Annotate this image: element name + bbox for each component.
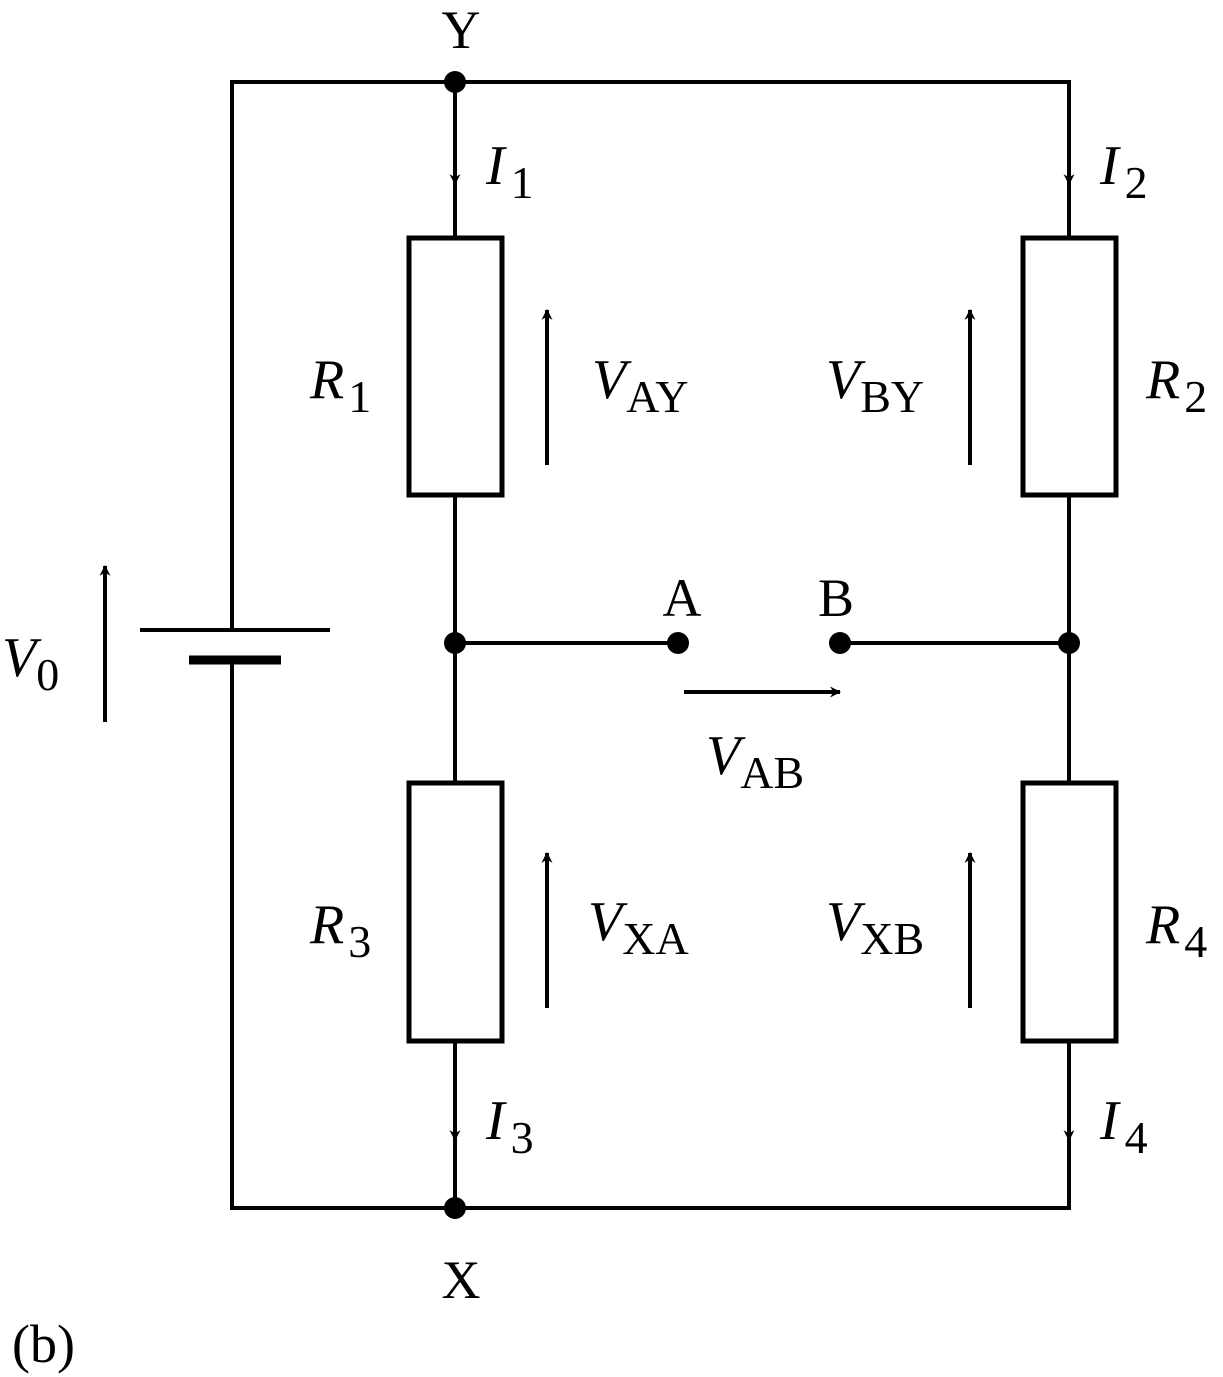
label-r1-sub: 1 [348,371,371,422]
outer-wires [230,80,1071,1210]
label-r3: R3 [309,894,371,967]
label-i2-sub: 2 [1125,157,1148,208]
terminal-a [667,632,689,654]
junction-right-mid [1058,632,1080,654]
label-v0-sub: 0 [36,649,59,700]
label-vby: VBY [826,349,924,422]
label-i2-main: I [1099,135,1121,197]
label-vxa-sub: XA [622,913,688,964]
node-label-x: X [442,1250,481,1310]
label-r1-main: R [309,349,344,411]
label-i1-main: I [485,135,507,197]
junction-x [444,1197,466,1219]
junction-left-mid [444,632,466,654]
label-r1: R1 [309,349,371,422]
label-vab: VAB [706,725,804,798]
node-label-b: B [818,568,854,628]
resistor-r2 [1020,235,1119,498]
label-vay-main: V [592,349,632,411]
panel-label: (b) [12,1314,75,1374]
label-vby-main: V [826,349,866,411]
junction-y [444,71,466,93]
label-vab-main: V [706,725,746,787]
label-r2: R2 [1145,349,1207,422]
label-vxa: VXA [588,891,689,964]
node-label-a: A [663,568,702,628]
resistor-r4 [1020,780,1119,1044]
label-i4-sub: 4 [1125,1112,1148,1163]
label-i1-sub: 1 [511,157,534,208]
label-r4-sub: 4 [1184,916,1207,967]
wire-top [230,80,1071,630]
battery [140,628,330,665]
label-vab-sub: AB [740,747,804,798]
label-vay: VAY [592,349,688,422]
label-r3-sub: 3 [348,916,371,967]
label-i3-main: I [485,1090,507,1152]
label-vxa-main: V [588,891,628,953]
label-vay-sub: AY [626,371,688,422]
label-v0-main: V [2,627,42,689]
label-vxb-sub: XB [860,913,924,964]
node-label-y: Y [442,0,481,60]
label-v0: V0 [2,627,59,700]
label-i4-main: I [1099,1090,1121,1152]
label-vxb: VXB [826,891,924,964]
label-vxb-main: V [826,891,866,953]
label-vby-sub: BY [860,371,924,422]
label-r2-main: R [1145,349,1180,411]
label-r4-main: R [1145,894,1180,956]
label-r4: R4 [1145,894,1207,967]
resistor-r1 [406,235,505,498]
label-r2-sub: 2 [1184,371,1207,422]
label-i3-sub: 3 [511,1112,534,1163]
terminal-b [829,632,851,654]
label-r3-main: R [309,894,344,956]
resistor-r3 [406,780,505,1044]
